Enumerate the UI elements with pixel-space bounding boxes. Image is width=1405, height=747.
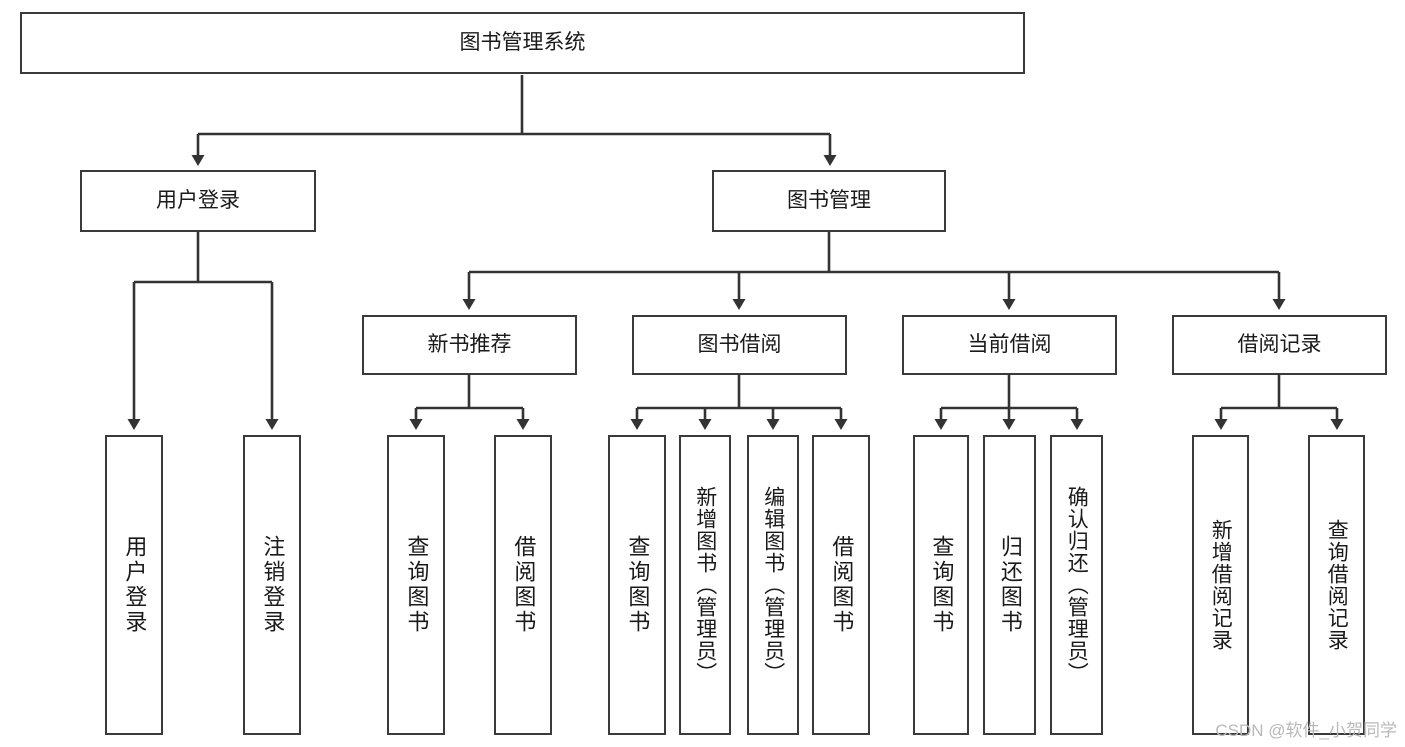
node-leaf-add-book[interactable]: 新增图书（管理员） xyxy=(679,435,731,735)
node-leaf-query-book-2-label: 查询图书 xyxy=(625,535,651,635)
node-leaf-query-book-1-label: 查询图书 xyxy=(404,535,430,635)
node-leaf-edit-book[interactable]: 编辑图书（管理员） xyxy=(747,435,799,735)
node-new-book-rec-label: 新书推荐 xyxy=(427,333,512,357)
node-borrow-record[interactable]: 借阅记录 xyxy=(1172,315,1387,375)
node-leaf-borrow-book-1[interactable]: 借阅图书 xyxy=(494,435,552,735)
node-leaf-return-book[interactable]: 归还图书 xyxy=(983,435,1036,735)
node-borrow-record-label: 借阅记录 xyxy=(1237,333,1322,357)
node-leaf-add-record-label: 新增借阅记录 xyxy=(1209,519,1233,651)
node-new-book-rec[interactable]: 新书推荐 xyxy=(362,315,577,375)
node-leaf-add-book-label: 新增图书（管理员） xyxy=(693,486,717,684)
node-leaf-borrow-book-2[interactable]: 借阅图书 xyxy=(812,435,870,735)
node-leaf-confirm-return[interactable]: 确认归还（管理员） xyxy=(1050,435,1103,735)
node-leaf-query-book-3[interactable]: 查询图书 xyxy=(913,435,969,735)
node-leaf-query-record-label: 查询借阅记录 xyxy=(1325,519,1349,651)
node-leaf-user-login-label: 用户登录 xyxy=(122,535,148,635)
node-user-login-label: 用户登录 xyxy=(156,189,240,213)
node-root-label: 图书管理系统 xyxy=(459,31,586,55)
node-user-login[interactable]: 用户登录 xyxy=(80,170,316,232)
node-book-manage[interactable]: 图书管理 xyxy=(712,170,946,232)
node-leaf-query-book-1[interactable]: 查询图书 xyxy=(387,435,445,735)
node-book-manage-label: 图书管理 xyxy=(787,189,871,213)
node-leaf-query-record[interactable]: 查询借阅记录 xyxy=(1308,435,1365,735)
node-current-borrow[interactable]: 当前借阅 xyxy=(902,315,1117,375)
node-leaf-query-book-2[interactable]: 查询图书 xyxy=(608,435,666,735)
node-leaf-return-book-label: 归还图书 xyxy=(997,535,1023,635)
node-leaf-borrow-book-1-label: 借阅图书 xyxy=(511,535,537,635)
node-book-borrow-label: 图书借阅 xyxy=(697,333,782,357)
node-leaf-add-record[interactable]: 新增借阅记录 xyxy=(1192,435,1249,735)
node-leaf-logout-label: 注销登录 xyxy=(260,535,286,635)
node-leaf-edit-book-label: 编辑图书（管理员） xyxy=(761,486,785,684)
node-current-borrow-label: 当前借阅 xyxy=(967,333,1052,357)
node-leaf-user-login[interactable]: 用户登录 xyxy=(105,435,163,735)
node-book-borrow[interactable]: 图书借阅 xyxy=(632,315,847,375)
node-leaf-borrow-book-2-label: 借阅图书 xyxy=(829,535,855,635)
node-root[interactable]: 图书管理系统 xyxy=(20,12,1025,74)
node-leaf-logout[interactable]: 注销登录 xyxy=(243,435,301,735)
node-leaf-query-book-3-label: 查询图书 xyxy=(929,535,955,635)
node-leaf-confirm-return-label: 确认归还（管理员） xyxy=(1065,486,1089,684)
